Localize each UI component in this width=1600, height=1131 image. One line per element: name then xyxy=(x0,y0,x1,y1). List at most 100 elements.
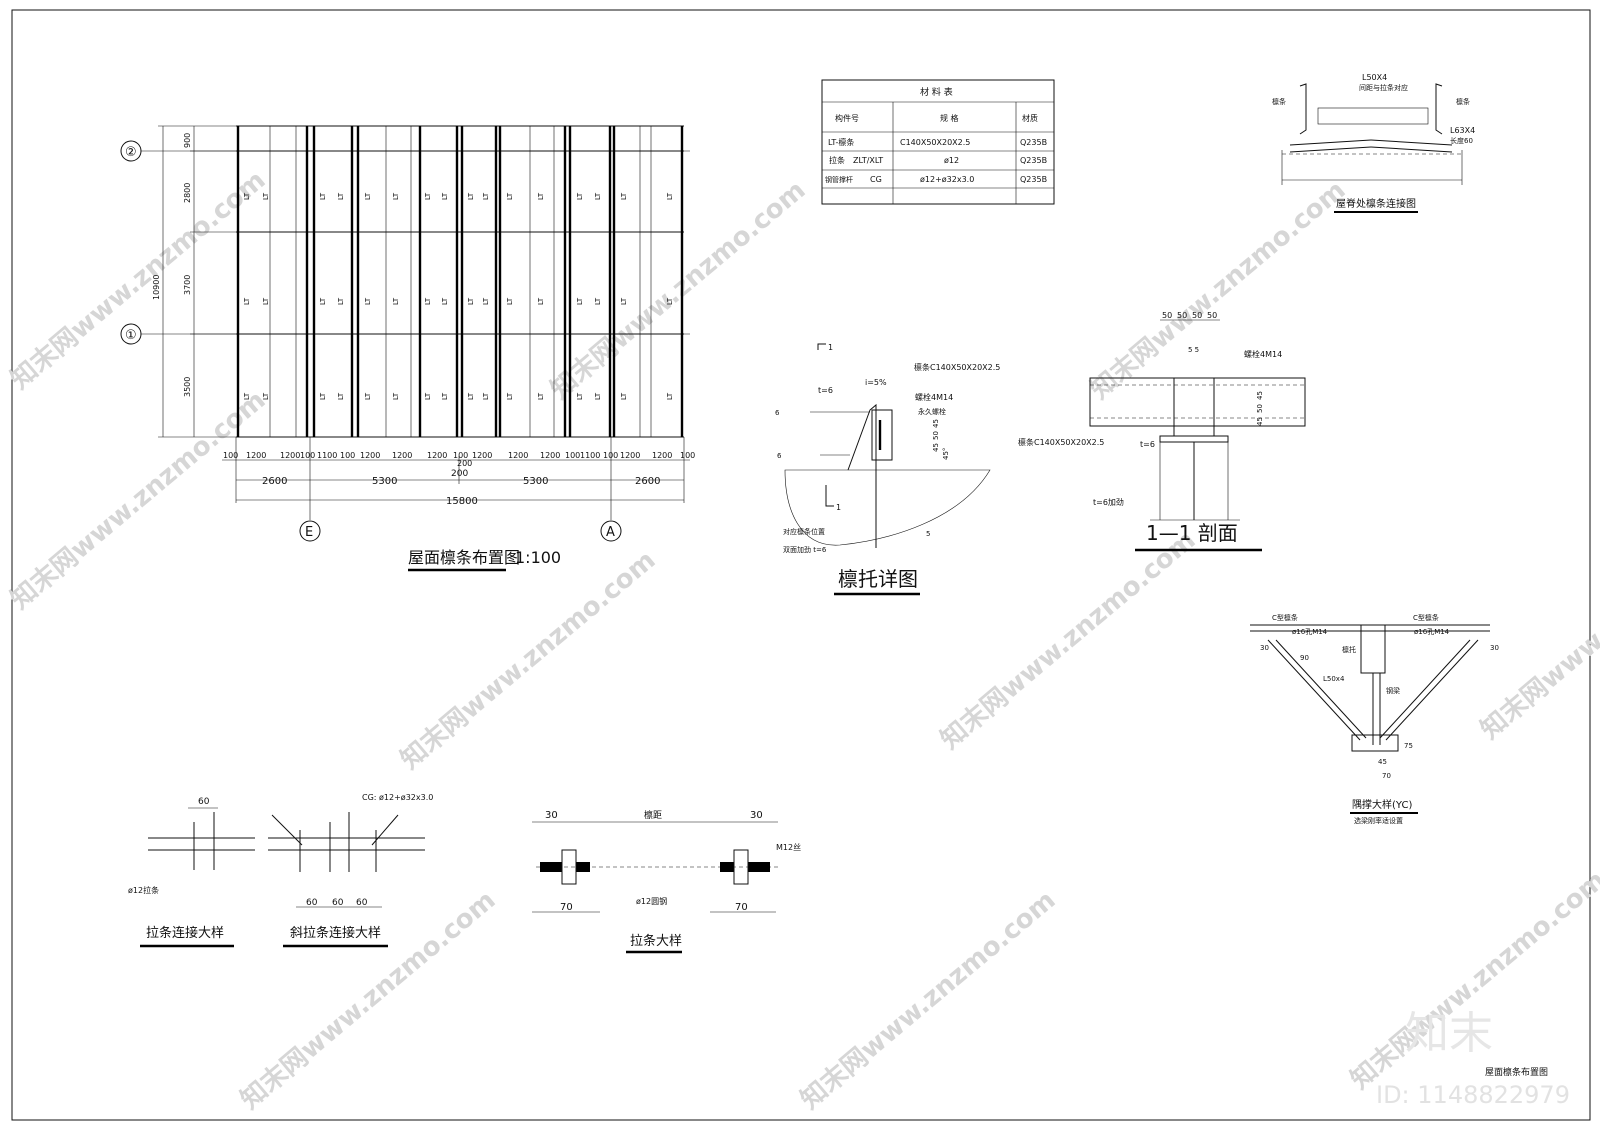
svg-text:CG: ø12+ø32x3.0: CG: ø12+ø32x3.0 xyxy=(362,793,433,802)
svg-text:6: 6 xyxy=(775,409,780,417)
svg-text:LT: LT xyxy=(467,392,475,400)
svg-text:檩条C140X50X20X2.5: 檩条C140X50X20X2.5 xyxy=(914,362,1000,372)
svg-text:1200: 1200 xyxy=(472,451,492,460)
svg-text:t=6: t=6 xyxy=(818,386,833,395)
watermark-caption: 屋面檩条布置图 xyxy=(1485,1066,1548,1078)
svg-text:50: 50 xyxy=(932,431,940,440)
svg-text:C型檩条: C型檩条 xyxy=(1413,613,1439,622)
svg-text:LT: LT xyxy=(392,297,400,305)
total-height-dim: 10900 xyxy=(152,275,161,300)
table-header: 构件号 xyxy=(835,113,859,123)
svg-text:LT: LT xyxy=(594,297,602,305)
svg-text:100: 100 xyxy=(300,451,315,460)
svg-text:LT: LT xyxy=(262,192,270,200)
left-dim: 3700 xyxy=(183,275,192,295)
bay-dim: 5300 xyxy=(523,476,548,487)
svg-text:L63X4: L63X4 xyxy=(1450,126,1475,135)
svg-text:LT: LT xyxy=(482,297,490,305)
svg-text:檩距: 檩距 xyxy=(644,809,662,821)
svg-text:双面加劲 t=6: 双面加劲 t=6 xyxy=(783,545,827,554)
brace-title: 隅撑大样(YC) xyxy=(1352,798,1412,811)
table-cell: C140X50X20X2.5 xyxy=(900,138,970,147)
ridge-detail-title: 屋脊处檩条连接图 xyxy=(1336,197,1416,210)
svg-text:LT: LT xyxy=(482,392,490,400)
svg-text:LT: LT xyxy=(243,392,251,400)
svg-text:LT: LT xyxy=(576,192,584,200)
svg-text:LT: LT xyxy=(620,392,628,400)
svg-text:1: 1 xyxy=(836,503,841,512)
svg-text:LT: LT xyxy=(424,392,432,400)
svg-text:60: 60 xyxy=(332,898,344,908)
watermark-logo: 知末 xyxy=(1405,1008,1493,1059)
svg-text:LT: LT xyxy=(506,392,514,400)
svg-text:LT: LT xyxy=(482,192,490,200)
svg-text:LT: LT xyxy=(337,392,345,400)
svg-text:LT: LT xyxy=(537,392,545,400)
svg-text:LT: LT xyxy=(424,297,432,305)
watermark-text: 知末网www.znzmo.com xyxy=(1475,515,1600,745)
svg-text:檩条: 檩条 xyxy=(1272,97,1286,106)
svg-text:LT: LT xyxy=(620,192,628,200)
svg-text:LT: LT xyxy=(537,192,545,200)
svg-text:1200: 1200 xyxy=(652,451,672,460)
svg-text:ø12拉条: ø12拉条 xyxy=(128,885,159,895)
svg-text:LT: LT xyxy=(337,192,345,200)
table-cell: ø12 xyxy=(944,156,959,165)
svg-text:LT: LT xyxy=(506,192,514,200)
svg-text:200: 200 xyxy=(457,459,472,468)
svg-text:LT: LT xyxy=(243,192,251,200)
svg-text:M12丝: M12丝 xyxy=(776,842,801,852)
table-cell: ø12+ø32x3.0 xyxy=(920,175,974,184)
svg-text:LT: LT xyxy=(467,192,475,200)
svg-text:30: 30 xyxy=(545,810,558,821)
axis-label-col-a: A xyxy=(606,525,615,540)
svg-text:1100: 1100 xyxy=(317,451,337,460)
svg-text:LT: LT xyxy=(594,192,602,200)
svg-text:长度60: 长度60 xyxy=(1450,136,1473,145)
svg-text:45: 45 xyxy=(932,419,940,428)
svg-text:1: 1 xyxy=(828,343,833,352)
purlin-labels: LT LT LT LT LT LT LT LT LT LT LT LT LT L… xyxy=(243,192,674,400)
table-cell: ZLT/XLT xyxy=(853,156,883,165)
svg-text:60: 60 xyxy=(306,898,318,908)
table-cell: 拉条 xyxy=(829,155,845,165)
svg-text:LT: LT xyxy=(594,392,602,400)
svg-text:70: 70 xyxy=(735,902,748,913)
svg-text:30: 30 xyxy=(750,810,763,821)
svg-text:50: 50 xyxy=(1162,311,1172,320)
tie-rod-detail: 30 30 檩距 M12丝 ø12圆钢 70 70 拉条大样 xyxy=(532,809,801,954)
svg-text:LT: LT xyxy=(576,392,584,400)
watermark-id: ID: 1148822979 xyxy=(1376,1081,1570,1109)
tie-detail-title: 拉条连接大样 xyxy=(146,925,224,941)
svg-text:1200: 1200 xyxy=(360,451,380,460)
purlin-lines xyxy=(236,126,684,437)
table-cell: LT-檩条 xyxy=(828,137,854,147)
svg-text:1200: 1200 xyxy=(392,451,412,460)
table-cell: Q235B xyxy=(1020,138,1047,147)
left-dim: 3500 xyxy=(183,377,192,397)
watermark-text: 知末网www.znzmo.com xyxy=(5,165,271,395)
svg-text:5: 5 xyxy=(926,530,930,538)
svg-text:LT: LT xyxy=(620,297,628,305)
svg-text:t=6加劲: t=6加劲 xyxy=(1093,497,1124,507)
svg-text:对应檩条位置: 对应檩条位置 xyxy=(783,527,825,536)
svg-text:LT: LT xyxy=(364,192,372,200)
svg-text:LT: LT xyxy=(506,297,514,305)
svg-text:间距与拉条对应: 间距与拉条对应 xyxy=(1359,83,1408,92)
svg-text:檩条C140X50X20X2.5: 檩条C140X50X20X2.5 xyxy=(1018,437,1104,447)
purlin-bracket-detail: 1 1 檩条C140X50X20X2.5 i=5% 螺栓4M14 永久螺栓 t=… xyxy=(775,343,1000,596)
svg-text:30: 30 xyxy=(1260,644,1269,652)
svg-text:LT: LT xyxy=(441,192,449,200)
svg-text:50: 50 xyxy=(1177,311,1187,320)
svg-text:100: 100 xyxy=(340,451,355,460)
svg-text:6: 6 xyxy=(777,452,782,460)
svg-text:45: 45 xyxy=(932,443,940,452)
table-cell: CG xyxy=(870,175,882,184)
svg-text:LT: LT xyxy=(392,192,400,200)
svg-text:L50x4: L50x4 xyxy=(1323,675,1345,683)
svg-text:45: 45 xyxy=(1378,758,1387,766)
svg-text:1200: 1200 xyxy=(280,451,300,460)
svg-text:钢梁: 钢梁 xyxy=(1386,686,1400,695)
watermark-text: 知末网www.znzmo.com xyxy=(1085,175,1351,405)
